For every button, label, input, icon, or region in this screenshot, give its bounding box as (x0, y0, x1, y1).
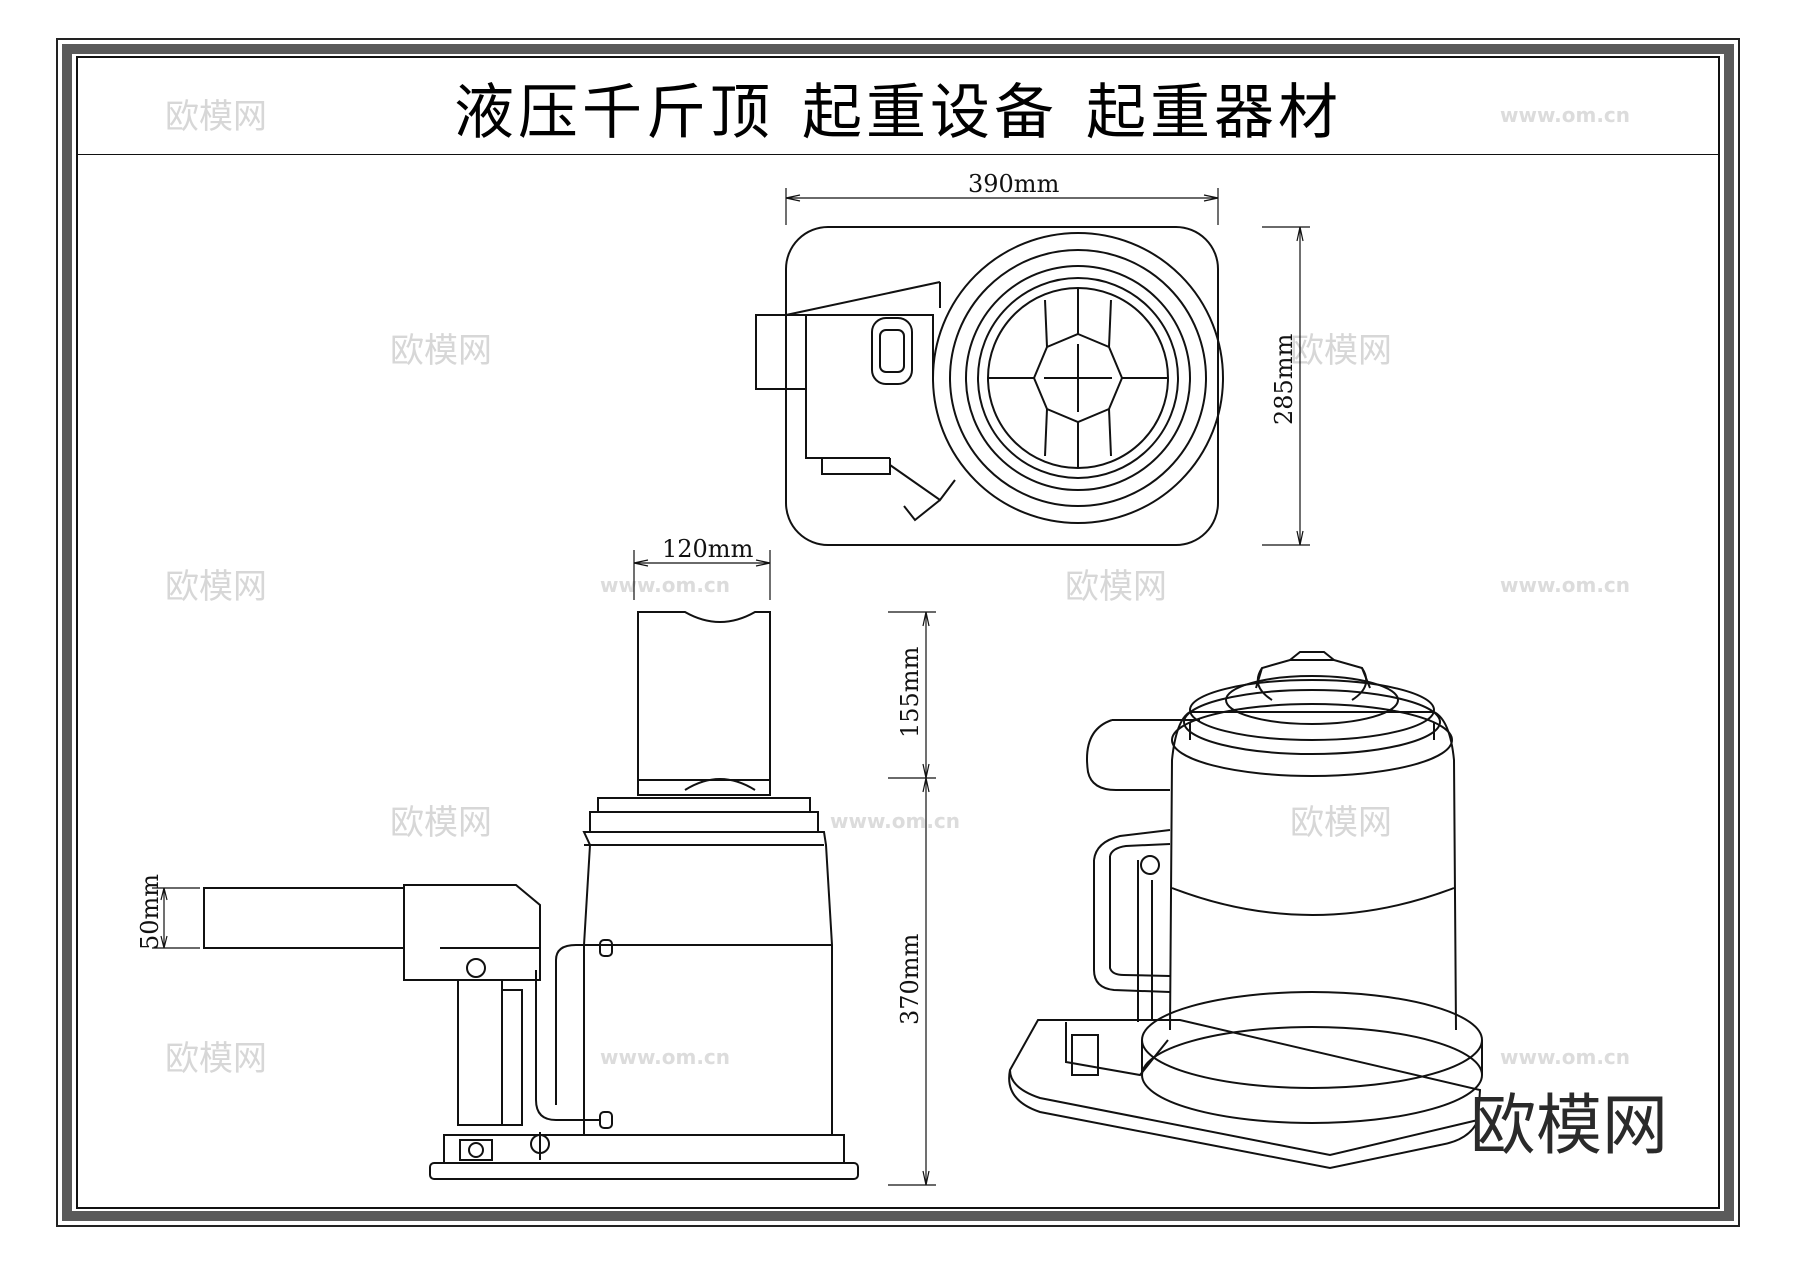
watermark-url: www.om.cn (1500, 103, 1630, 127)
iso-view-carry-handle (1093, 856, 1171, 993)
watermark-cn: 欧模网 (1065, 567, 1167, 607)
title-divider (78, 154, 1718, 155)
top-view-release-block (821, 458, 891, 475)
iso-view-pump-block (1065, 1022, 1169, 1077)
watermark-url: www.om.cn (1500, 1045, 1630, 1069)
top-view-ring-3 (965, 265, 1191, 491)
dimension-ram-width (633, 550, 771, 600)
side-view-top-ring (589, 811, 819, 833)
watermark-url: www.om.cn (600, 573, 730, 597)
iso-view-pump-piston (1086, 719, 1170, 791)
top-view-pump-piston (871, 317, 913, 385)
watermark-cn: 欧模网 (390, 803, 492, 843)
side-view-cylinder (582, 831, 833, 1136)
side-view-carry-handle (535, 944, 600, 1121)
dimension-top-depth (1262, 226, 1310, 546)
dimension-ram-width-label: 120mm (662, 535, 754, 563)
page-title: 液压千斤顶 起重设备 起重器材 (78, 60, 1718, 154)
side-view-handle-tube (203, 887, 405, 949)
top-view-saddle (988, 288, 1168, 468)
top-view-release-valve (889, 464, 956, 522)
drawing-frame-border (62, 44, 1734, 1221)
dimension-handle-dia (152, 887, 200, 949)
watermark-cn: 欧模网 (390, 331, 492, 371)
watermark-cn: 欧模网 (165, 1039, 267, 1079)
side-view-pump-column (457, 979, 503, 1126)
side-view-ram (637, 611, 771, 781)
watermark-cn: 欧模网 (1290, 803, 1392, 843)
iso-view (1008, 651, 1483, 1170)
top-view-handle-socket (755, 314, 807, 390)
iso-view-base-plate (1008, 1019, 1482, 1170)
side-view-base-plate (429, 1162, 859, 1180)
watermark-url: www.om.cn (1500, 573, 1630, 597)
side-view-base (443, 1134, 845, 1164)
side-view (203, 611, 859, 1180)
brand-watermark: 欧模网 (1470, 1087, 1668, 1164)
top-view-ring-2 (949, 249, 1207, 507)
drawing-frame-inner (76, 56, 1720, 1209)
top-view-ring-4 (977, 277, 1179, 479)
watermark-cn: 欧模网 (165, 567, 267, 607)
top-view-pump-edge (785, 281, 941, 316)
iso-view-top-ring (1171, 703, 1453, 777)
title-part-3: 起重器材 (1086, 77, 1342, 148)
dimension-top-depth-label: 285mm (1270, 333, 1298, 425)
title-part-2: 起重设备 (802, 77, 1058, 148)
dimension-top-width-label: 390mm (968, 170, 1060, 198)
top-view (755, 226, 1224, 546)
iso-view-ram (1225, 675, 1399, 725)
iso-view-bolt (1140, 855, 1160, 875)
iso-view-saddle (1255, 659, 1371, 689)
side-view-top-collar (597, 797, 811, 813)
dimension-top-width (785, 188, 1219, 225)
watermarks: 欧模网 www.om.cn 欧模网 欧模网 欧模网 www.om.cn 欧模网 … (165, 97, 1630, 1079)
top-view-pump-body (805, 389, 890, 459)
dimension-ram-height-label: 155mm (896, 646, 924, 738)
dimension-body-height-label: 370mm (896, 933, 924, 1025)
drawing-frame-outer (56, 38, 1740, 1227)
top-view-base-plate (785, 226, 1219, 546)
watermark-url: www.om.cn (600, 1045, 730, 1069)
watermark-cn: 欧模网 (165, 97, 267, 137)
watermark-url: www.om.cn (830, 809, 960, 833)
watermark-cn: 欧模网 (1290, 331, 1392, 371)
dimension-handle-dia-label: 50mm (136, 874, 164, 950)
side-view-pump-socket (403, 884, 541, 981)
title-part-1: 液压千斤顶 (454, 77, 774, 148)
dimension-ram-height (888, 611, 936, 1186)
iso-view-cylinder (1169, 711, 1457, 1031)
